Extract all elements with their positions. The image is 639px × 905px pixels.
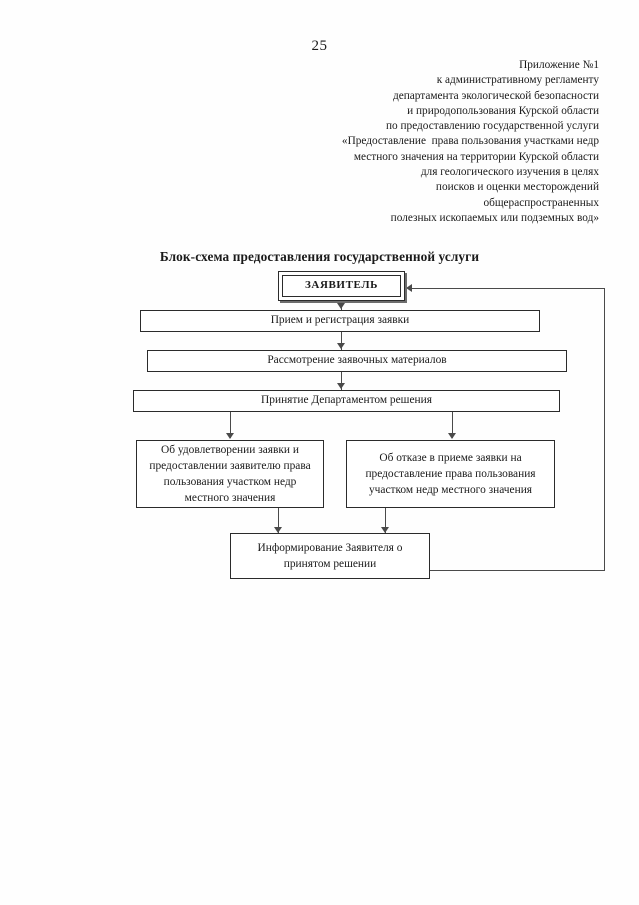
flowchart-title: Блок-схема предоставления государственно… — [159, 249, 480, 264]
node-decision[interactable]: Принятие Департаментом решения — [133, 390, 560, 412]
appendix-line-7: местного значения на территории Курской … — [353, 150, 599, 163]
appendix-line-4: и природопользования Курской области — [407, 104, 599, 117]
node-applicant[interactable]: ЗАЯВИТЕЛЬ — [278, 271, 405, 301]
edge-refuse-to-inform-arrowhead — [381, 527, 389, 533]
node-intake[interactable]: Прием и регистрация заявки — [140, 310, 540, 332]
appendix-line-9: поисков и оценки месторождений — [435, 181, 599, 194]
node-inform[interactable]: Информирование Заявителя о принятом реше… — [230, 533, 430, 579]
edge-applicant-to-intake-arrowhead — [337, 303, 345, 309]
edge-decision-to-approve-line — [230, 412, 231, 438]
edge-review-to-decision-arrowhead — [337, 383, 345, 389]
node-approve[interactable]: Об удовлетворении заявки и предоставлени… — [136, 440, 324, 508]
node-applicant-label: ЗАЯВИТЕЛЬ — [282, 275, 401, 297]
page-number: 25 — [311, 38, 328, 54]
edge-feedback-right-segment — [604, 288, 605, 571]
edge-review-to-decision-line — [341, 372, 342, 390]
edge-decision-to-approve-arrowhead — [226, 433, 234, 439]
appendix-line-10: общераспространенных — [483, 196, 599, 209]
edge-intake-to-review-arrowhead — [337, 343, 345, 349]
edge-decision-to-refuse-arrowhead — [448, 433, 456, 439]
appendix-line-5: по предоставлению государственной услуги — [385, 120, 599, 133]
appendix-line-11: полезных ископаемых или подземных вод» — [390, 211, 599, 224]
appendix-line-3: департамента экологической безопасности — [392, 89, 599, 102]
edge-intake-to-review-line — [341, 332, 342, 350]
appendix-header-block: Приложение №1 к административному реглам… — [269, 58, 599, 226]
node-refuse[interactable]: Об отказе в приеме заявки на предоставле… — [346, 440, 555, 508]
appendix-line-2: к административному регламенту — [436, 74, 599, 87]
node-review[interactable]: Рассмотрение заявочных материалов — [147, 350, 567, 372]
edge-feedback-top-segment — [412, 288, 605, 289]
edge-decision-to-refuse-line — [452, 412, 453, 438]
edge-feedback-arrowhead — [406, 284, 412, 292]
edge-approve-to-inform-arrowhead — [274, 527, 282, 533]
edge-approve-to-inform-line — [278, 508, 279, 533]
edge-refuse-to-inform-line — [385, 508, 386, 533]
appendix-line-1: Приложение №1 — [519, 59, 599, 71]
appendix-line-8: для геологического изучения в целях — [420, 166, 599, 179]
appendix-line-6: «Предоставление права пользования участк… — [341, 135, 599, 148]
edge-feedback-bottom-segment — [430, 570, 605, 571]
